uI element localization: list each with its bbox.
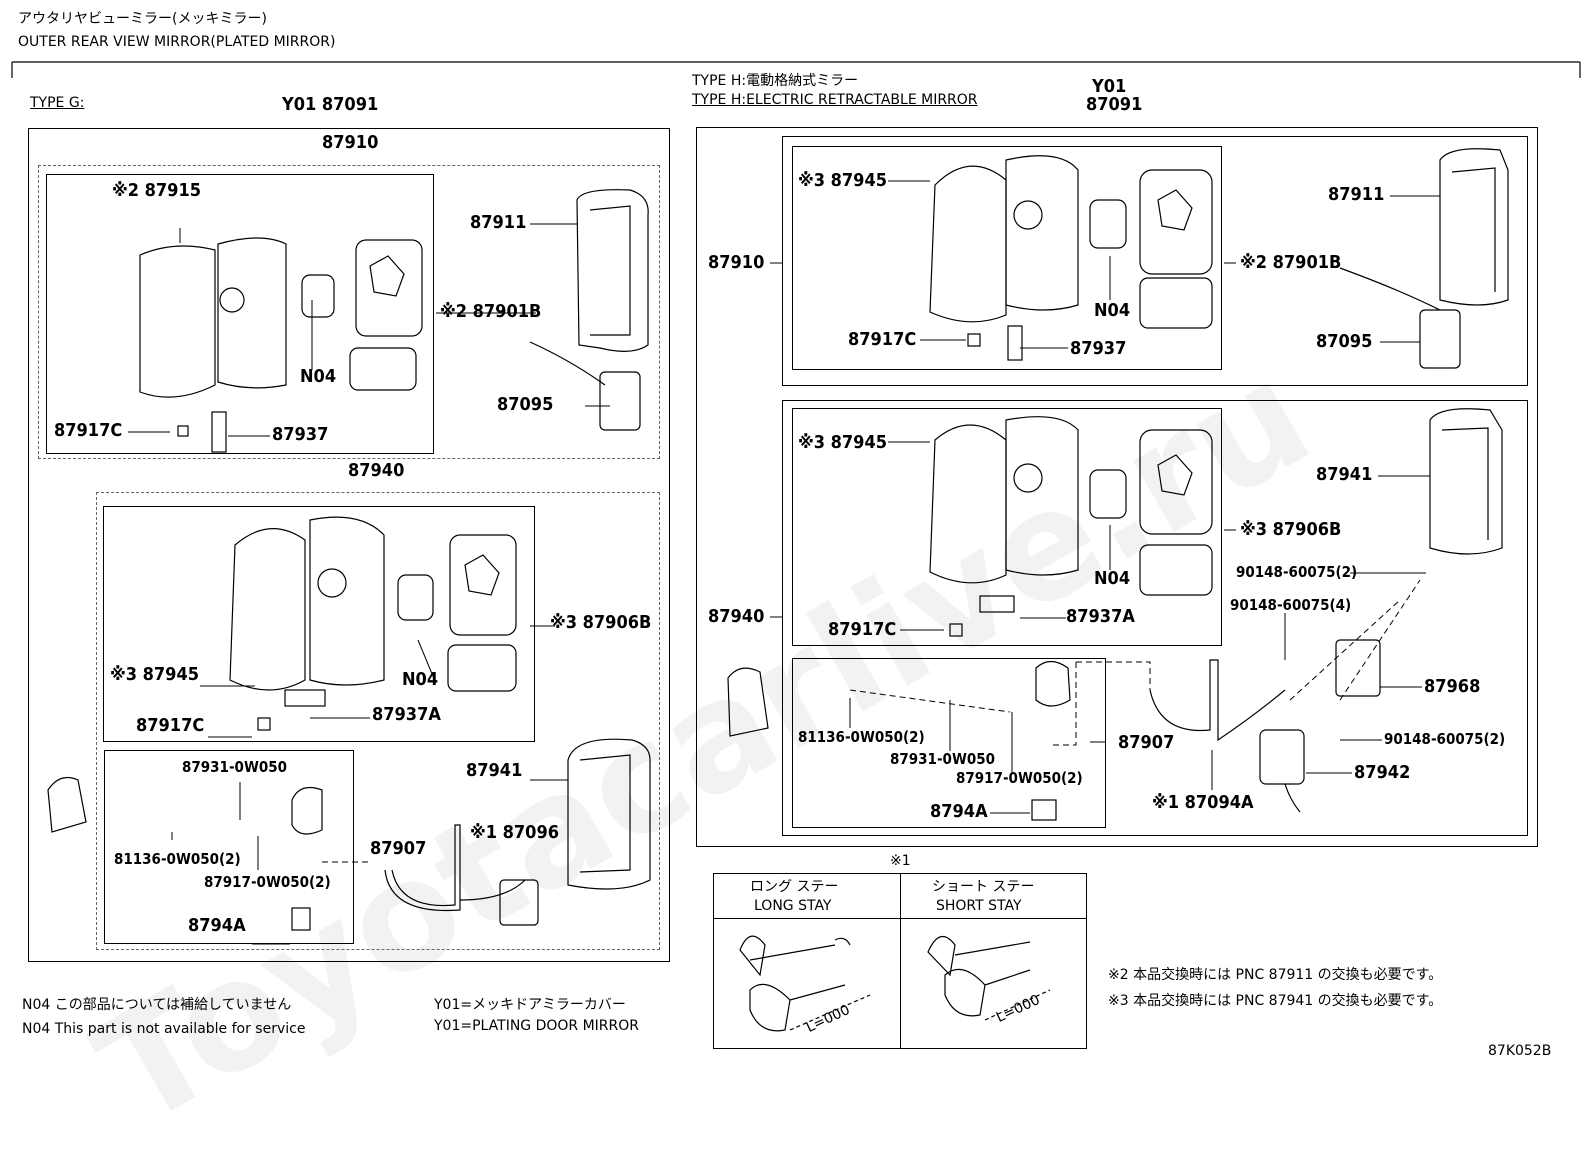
part-87910-h[interactable]: 87910 bbox=[708, 252, 765, 273]
part-87917-0w050-g[interactable]: 87917-0W050(2) bbox=[204, 873, 331, 891]
type-h-mirror-subgroup-bottom bbox=[792, 408, 1222, 646]
part-90148-2-h[interactable]: 90148-60075(2) bbox=[1236, 563, 1358, 581]
part-8794a-g[interactable]: 8794A bbox=[188, 915, 246, 936]
stay-table-reference: ※1 bbox=[890, 853, 911, 869]
type-g-frame bbox=[28, 128, 670, 962]
long-stay-japanese: ロング ステー bbox=[750, 879, 839, 895]
type-g-87940-group bbox=[96, 492, 660, 950]
type-g-label: TYPE G: bbox=[30, 95, 85, 111]
long-stay-english: LONG STAY bbox=[754, 898, 832, 914]
part-87906b-g[interactable]: ※3 87906B bbox=[550, 612, 652, 633]
type-h-code-y01: Y01 bbox=[1092, 76, 1127, 97]
part-87901b-g[interactable]: ※2 87901B bbox=[440, 301, 542, 322]
part-87907-h[interactable]: 87907 bbox=[1118, 732, 1175, 753]
part-n04-h-bottom[interactable]: N04 bbox=[1094, 568, 1131, 589]
part-87901b-h[interactable]: ※2 87901B bbox=[1240, 252, 1342, 273]
type-h-mirror-subgroup-top bbox=[792, 146, 1222, 370]
part-87937-g[interactable]: 87937 bbox=[272, 424, 329, 445]
note-n04-english: N04 This part is not available for servi… bbox=[22, 1021, 306, 1037]
type-g-assy-87910: 87910 bbox=[322, 132, 379, 153]
note-n04-japanese: N04 この部品については補給していません bbox=[22, 997, 292, 1013]
part-87915[interactable]: ※2 87915 bbox=[112, 180, 201, 201]
type-h-87940-group bbox=[782, 400, 1528, 836]
type-h-label-english: TYPE H:ELECTRIC RETRACTABLE MIRROR bbox=[692, 92, 978, 108]
part-90148-2b-h[interactable]: 90148-60075(2) bbox=[1384, 730, 1506, 748]
part-8794a-h[interactable]: 8794A bbox=[930, 801, 988, 822]
part-87941-h[interactable]: 87941 bbox=[1316, 464, 1373, 485]
part-87931-0w050-h[interactable]: 87931-0W050 bbox=[890, 750, 995, 768]
part-87937-h[interactable]: 87937 bbox=[1070, 338, 1127, 359]
part-87945-h-bottom[interactable]: ※3 87945 bbox=[798, 432, 887, 453]
part-87937a-h[interactable]: 87937A bbox=[1066, 606, 1135, 627]
short-stay-japanese: ショート ステー bbox=[932, 879, 1035, 895]
type-g-code: Y01 87091 bbox=[282, 94, 379, 115]
title-japanese: アウタリヤビューミラー(メッキミラー) bbox=[18, 11, 267, 27]
part-n04-g-bottom[interactable]: N04 bbox=[402, 669, 439, 690]
type-g-assy-87940: 87940 bbox=[348, 460, 405, 481]
part-87917c-h-top[interactable]: 87917C bbox=[848, 329, 917, 350]
part-87911-g[interactable]: 87911 bbox=[470, 212, 527, 233]
type-g-87910-group bbox=[38, 165, 660, 459]
part-87937a-g[interactable]: 87937A bbox=[372, 704, 441, 725]
part-87095-g[interactable]: 87095 bbox=[497, 394, 554, 415]
part-81136-h[interactable]: 81136-0W050(2) bbox=[798, 728, 925, 746]
type-g-cover-subgroup bbox=[104, 750, 354, 944]
part-87945-g[interactable]: ※3 87945 bbox=[110, 664, 199, 685]
title-english: OUTER REAR VIEW MIRROR(PLATED MIRROR) bbox=[18, 34, 336, 50]
type-h-87910-group bbox=[782, 136, 1528, 386]
note-y01-japanese: Y01=メッキドアミラーカバー bbox=[434, 997, 626, 1013]
part-90148-4-h[interactable]: 90148-60075(4) bbox=[1230, 596, 1352, 614]
part-87941-g[interactable]: 87941 bbox=[466, 760, 523, 781]
note-y01-english: Y01=PLATING DOOR MIRROR bbox=[434, 1018, 640, 1034]
part-87906b-h[interactable]: ※3 87906B bbox=[1240, 519, 1342, 540]
note-2: ※2 本品交換時には PNC 87911 の交換も必要です。 bbox=[1108, 967, 1443, 983]
part-n04-g-top[interactable]: N04 bbox=[300, 366, 337, 387]
stay-table-header-row bbox=[713, 873, 1087, 919]
part-87095-h[interactable]: 87095 bbox=[1316, 331, 1373, 352]
type-h-code-87091: 87091 bbox=[1086, 94, 1143, 115]
type-h-frame bbox=[696, 127, 1538, 847]
part-87917c-g-bottom[interactable]: 87917C bbox=[136, 715, 205, 736]
type-g-mirror-subgroup-top bbox=[46, 174, 434, 454]
part-81136-g[interactable]: 81136-0W050(2) bbox=[114, 850, 241, 868]
note-3: ※3 本品交換時には PNC 87941 の交換も必要です。 bbox=[1108, 993, 1443, 1009]
part-87940-h[interactable]: 87940 bbox=[708, 606, 765, 627]
part-87094a[interactable]: ※1 87094A bbox=[1152, 792, 1254, 813]
type-h-cover-subgroup bbox=[792, 658, 1106, 828]
part-87907-g[interactable]: 87907 bbox=[370, 838, 427, 859]
part-87942[interactable]: 87942 bbox=[1354, 762, 1411, 783]
part-n04-h-top[interactable]: N04 bbox=[1094, 300, 1131, 321]
part-87945-h-top[interactable]: ※3 87945 bbox=[798, 170, 887, 191]
part-87096[interactable]: ※1 87096 bbox=[470, 822, 559, 843]
part-87931-0w050-g[interactable]: 87931-0W050 bbox=[182, 758, 287, 776]
diagram-code: 87K052B bbox=[1488, 1043, 1552, 1059]
type-h-label-japanese: TYPE H:電動格納式ミラー bbox=[692, 73, 859, 89]
part-87911-h[interactable]: 87911 bbox=[1328, 184, 1385, 205]
short-stay-english: SHORT STAY bbox=[936, 898, 1022, 914]
diagram-artwork bbox=[11, 61, 1581, 1032]
part-87917c-h-bottom[interactable]: 87917C bbox=[828, 619, 897, 640]
part-87917c-g-top[interactable]: 87917C bbox=[54, 420, 123, 441]
type-g-mirror-subgroup-bottom bbox=[103, 506, 535, 742]
part-87968[interactable]: 87968 bbox=[1424, 676, 1481, 697]
part-87917-0w050-h[interactable]: 87917-0W050(2) bbox=[956, 769, 1083, 787]
